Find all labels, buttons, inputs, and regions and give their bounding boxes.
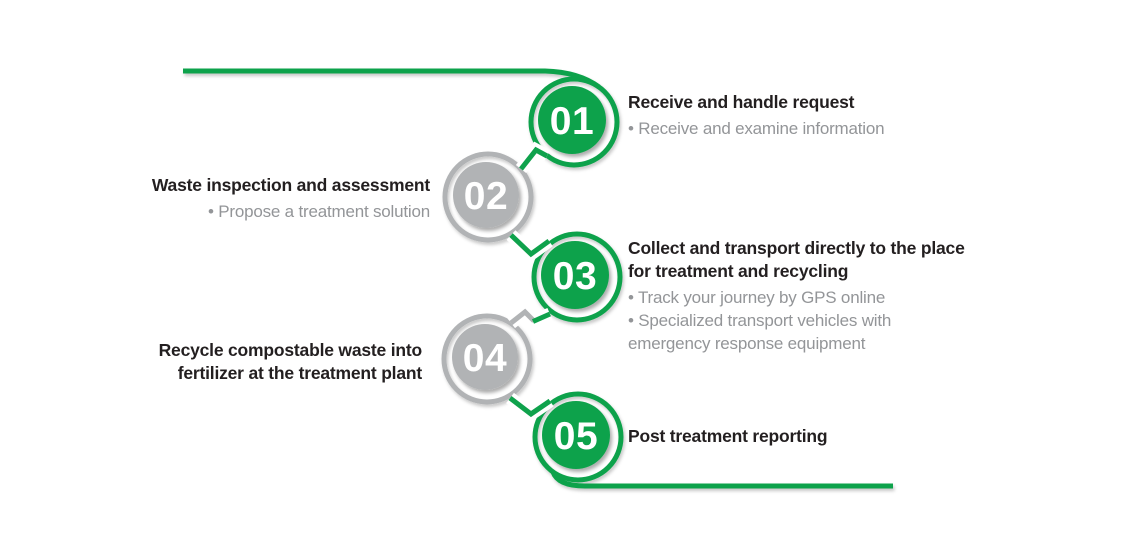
step-05-number: 05 [554, 415, 598, 458]
step-05-ring [532, 391, 624, 483]
connectors [508, 146, 552, 418]
step-01-disc [538, 86, 606, 154]
step-numbers: 01 02 03 04 05 [463, 100, 598, 458]
connector-02-03 [509, 233, 551, 258]
step-05-title: Post treatment reporting [628, 426, 828, 446]
connector-04-05 [508, 396, 552, 418]
step-03-bullet-2: • Specialized transport vehicles with [628, 311, 892, 330]
step-05-disc [542, 401, 610, 469]
step-01-number: 01 [550, 100, 594, 143]
step-01-title: Receive and handle request [628, 92, 855, 112]
step-03-bullet-2-continued: emergency response equipment [628, 334, 866, 353]
step-04-disc [452, 324, 518, 390]
step-02-bullet: • Propose a treatment solution [207, 202, 430, 221]
top-boundary-line [183, 68, 601, 90]
step-04-ring [441, 313, 533, 405]
step-03-bullet-1: • Track your journey by GPS online [628, 288, 886, 307]
step-04-text: Recycle compostable waste into fertilize… [158, 339, 423, 385]
step-01-text: Receive and handle request • Receive and… [628, 91, 885, 140]
step-03-title-line-2: for treatment and recycling [628, 261, 849, 281]
step-04-title-line-2: fertilizer at the treatment plant [177, 363, 422, 383]
step-04-number: 04 [463, 337, 507, 380]
step-02-ring [442, 151, 534, 243]
step-03-ring [531, 231, 623, 323]
step-03-number: 03 [553, 255, 597, 298]
step-05-text: Post treatment reporting [628, 425, 828, 448]
step-02-disc [453, 162, 519, 228]
step-03-title-line-1: Collect and transport directly to the pl… [628, 238, 965, 258]
step-03-disc [541, 241, 609, 309]
connector-03-04-green [531, 311, 552, 324]
step-02-text: Waste inspection and assessment • Propos… [152, 174, 430, 223]
step-03-text: Collect and transport directly to the pl… [628, 237, 965, 355]
connector-01-02 [519, 146, 549, 171]
step-02-title: Waste inspection and assessment [151, 175, 430, 195]
step-02-number: 02 [464, 175, 508, 218]
step-01-bullet: • Receive and examine information [628, 119, 885, 138]
step-04-title-line-1: Recycle compostable waste into [158, 340, 423, 360]
connector-03-04-gray [509, 308, 536, 325]
step-01-ring [528, 76, 620, 168]
